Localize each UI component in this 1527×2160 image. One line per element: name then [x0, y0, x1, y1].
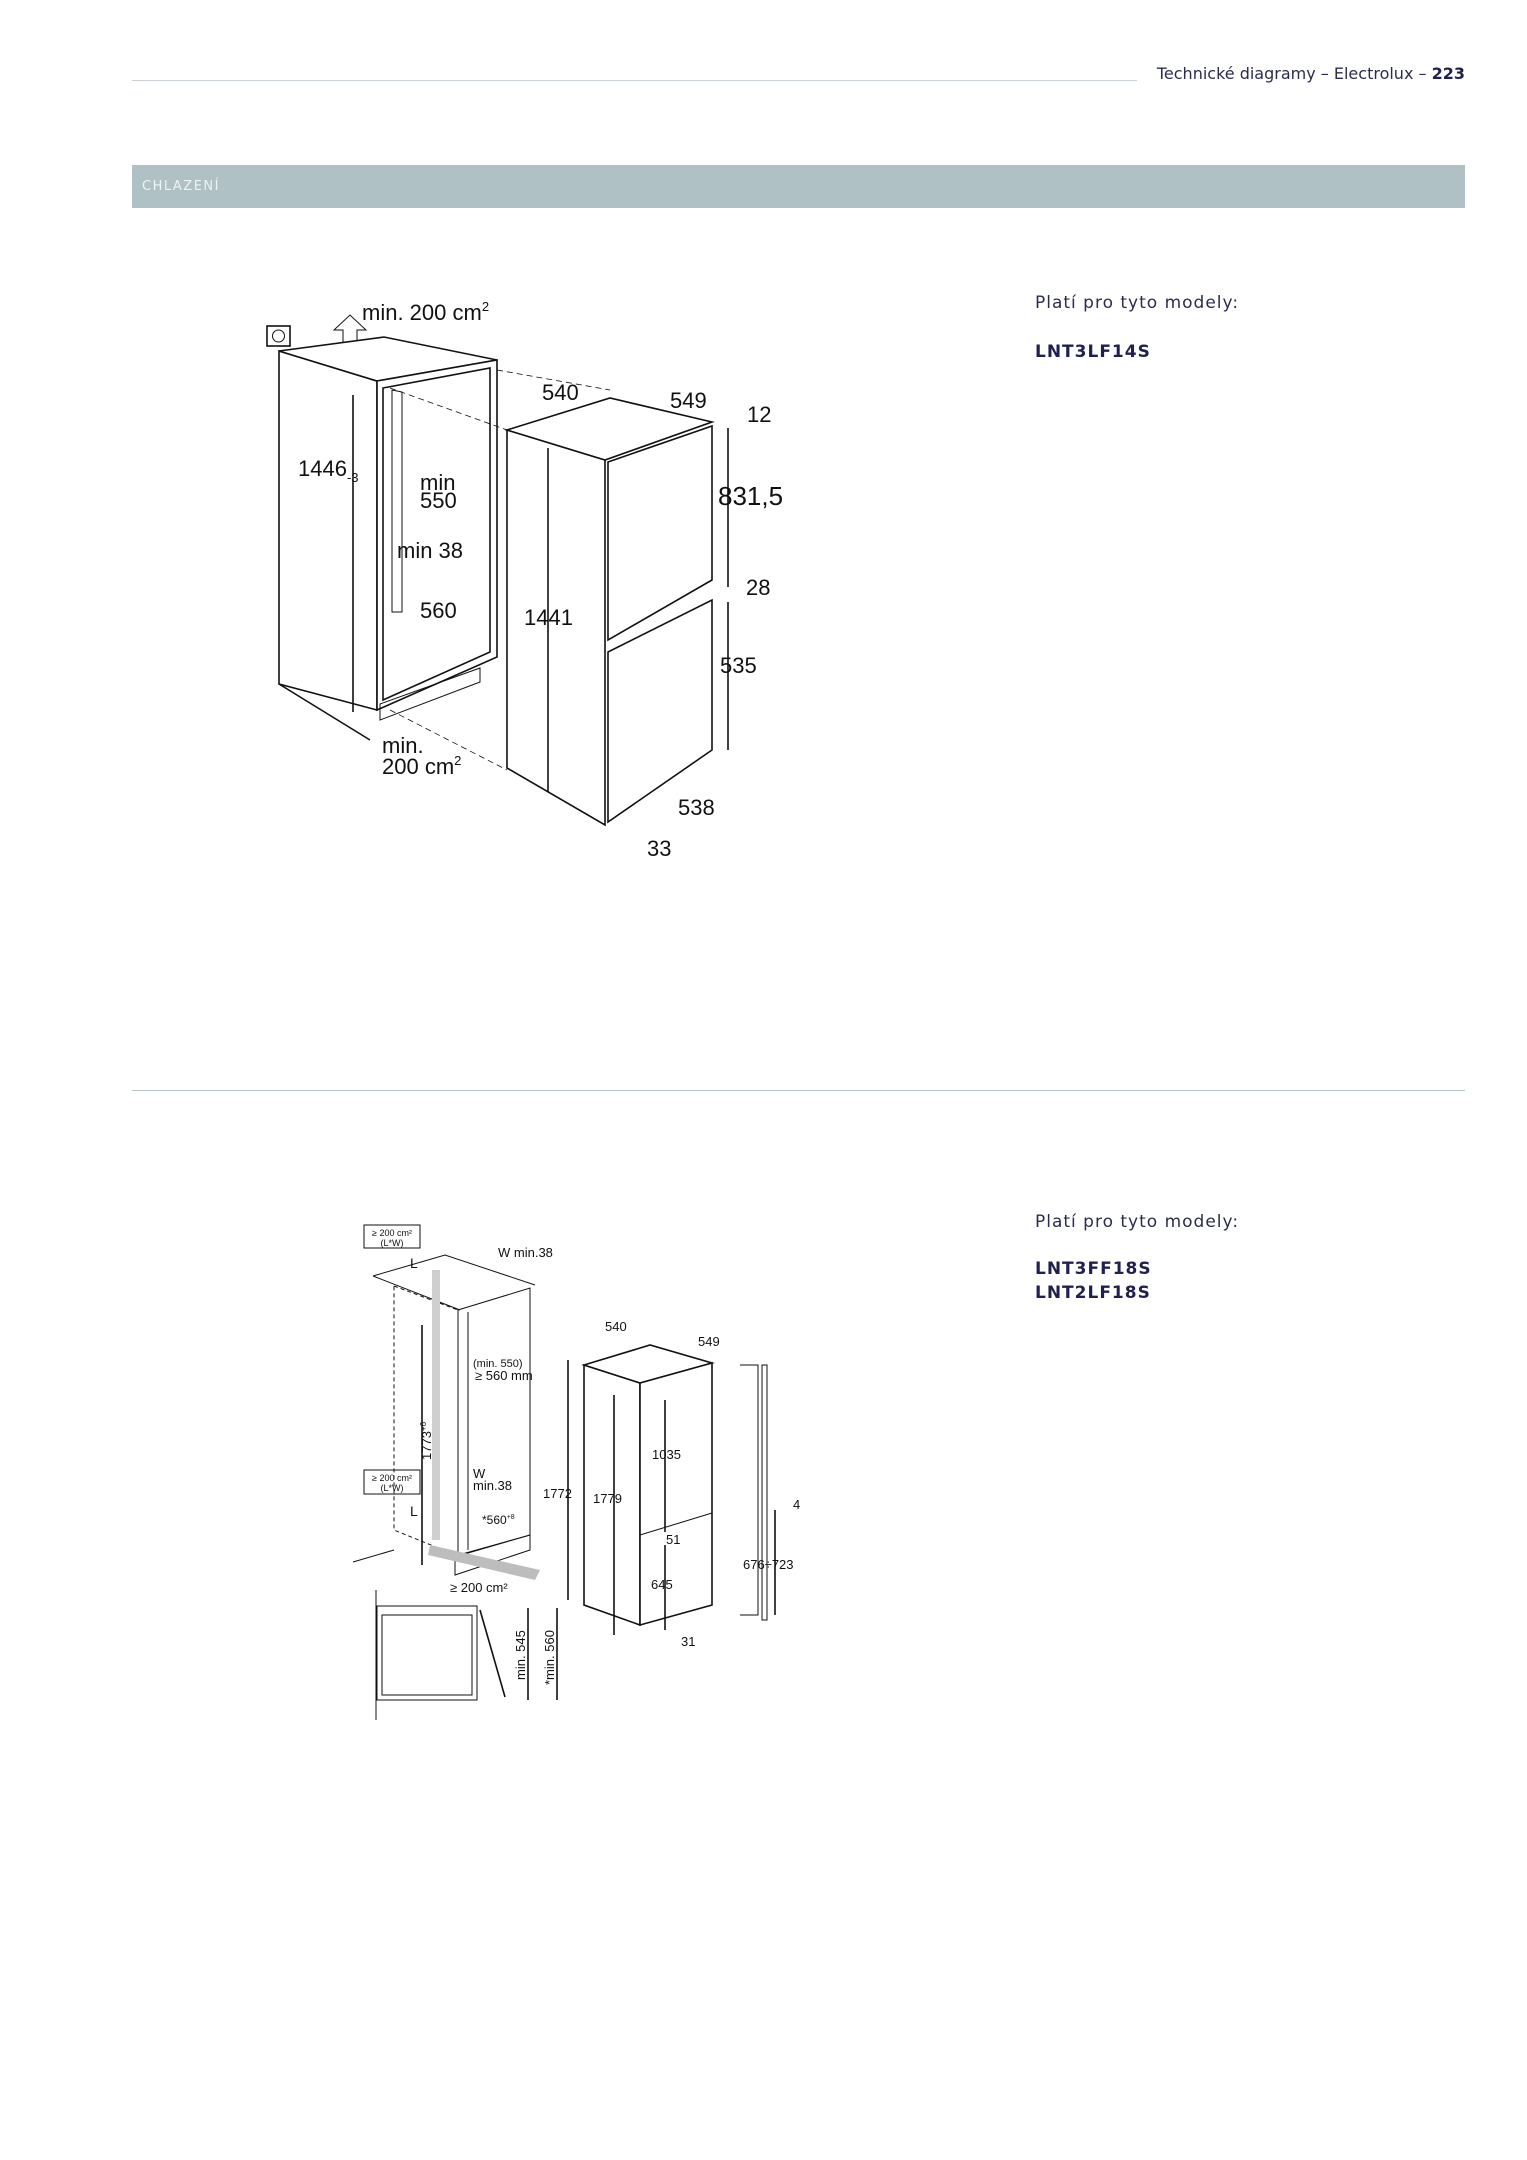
header-rule: [132, 80, 1137, 81]
upper-label: 1035: [652, 1447, 681, 1462]
socket-icon: [266, 325, 291, 347]
section-banner: CHLAZENÍ: [132, 165, 1465, 208]
lower-door-label: 535: [720, 653, 757, 678]
depth-label: 549: [670, 388, 707, 413]
min-38-label: min 38: [397, 538, 463, 563]
width-label: 540: [605, 1319, 627, 1334]
door-depth-label: 538: [678, 795, 715, 820]
top-gap-label: 12: [747, 402, 771, 427]
L-label: L: [410, 1255, 418, 1271]
model-name: LNT3FF18S: [1035, 1259, 1152, 1279]
installation-diagram-1: min. 200 cm2 1446-3 min 550 min 38 560 m…: [266, 299, 783, 861]
niche-width-label: *560+8: [482, 1513, 515, 1527]
door-gap-label: 4: [793, 1497, 800, 1512]
vent-box-bottom: [363, 1469, 421, 1495]
applies-label: Platí pro tyto modely:: [1035, 293, 1240, 313]
section-title: CHLAZENÍ: [142, 179, 220, 194]
vent-bottom-label: min.: [382, 733, 424, 758]
lower-label: 645: [651, 1577, 673, 1592]
vent-box-text: (L*W): [381, 1483, 404, 1493]
airflow-arrow: [428, 1545, 540, 1580]
min-label: min: [420, 470, 455, 495]
min560-label: ≥ 560 mm: [475, 1368, 533, 1383]
w-min38-label: W min.38: [498, 1245, 553, 1260]
airflow-arrow: [432, 1270, 440, 1540]
min550-label: (min. 550): [473, 1358, 523, 1370]
door-range-label: 676÷723: [743, 1557, 794, 1572]
vent-box-top: [363, 1224, 421, 1249]
model-name: LNT2LF18S: [1035, 1283, 1151, 1303]
min38-label: min.38: [473, 1478, 512, 1493]
width-label: 540: [542, 380, 579, 405]
vent-bottom-label: ≥ 200 cm²: [450, 1580, 508, 1595]
page-number: 223: [1431, 64, 1465, 83]
bottom-gap-label: 33: [647, 836, 671, 861]
niche-cabinet: [278, 336, 498, 741]
h1772-label: 1772: [543, 1486, 572, 1501]
niche-width-label: 560: [420, 598, 457, 623]
model-name: LNT3LF14S: [1035, 342, 1151, 362]
W-label: W: [473, 1466, 486, 1481]
header-title: Technické diagramy – Electrolux –: [1156, 64, 1432, 83]
depth-label: 549: [698, 1334, 720, 1349]
applies-label: Platí pro tyto modely:: [1035, 1212, 1240, 1232]
min-depth-label: 550: [420, 488, 457, 513]
upper-door-label: 831,5: [718, 481, 783, 511]
vent-bottom-label-2: 200 cm2: [382, 753, 461, 779]
gap-label: 51: [666, 1532, 680, 1547]
vent-box-text: (L*W): [381, 1238, 404, 1248]
height-label: 1441: [524, 605, 573, 630]
L-label: L: [410, 1503, 418, 1519]
h1779-label: 1779: [593, 1491, 622, 1506]
section-divider: [132, 1090, 1465, 1091]
niche-height-label: 1773+6: [419, 1421, 434, 1460]
niche-height-label: 1446-3: [298, 456, 359, 485]
vent-top-label: min. 200 cm2: [362, 299, 489, 325]
gap-label: 28: [746, 575, 770, 600]
min560b-label: *min. 560: [542, 1630, 557, 1685]
fridge-appliance: [581, 1344, 715, 1627]
bottom-label: 31: [681, 1634, 695, 1649]
vent-box-text: ≥ 200 cm²: [372, 1228, 412, 1238]
min545-label: min. 545: [513, 1630, 528, 1680]
fridge-appliance: [504, 397, 715, 827]
installation-diagram-2: ≥ 200 cm² (L*W) L W min.38 1773+6 (min. …: [352, 1224, 800, 1720]
page-header: Technické diagramy – Electrolux – 223: [1157, 64, 1465, 83]
vent-box-text: ≥ 200 cm²: [372, 1473, 412, 1483]
